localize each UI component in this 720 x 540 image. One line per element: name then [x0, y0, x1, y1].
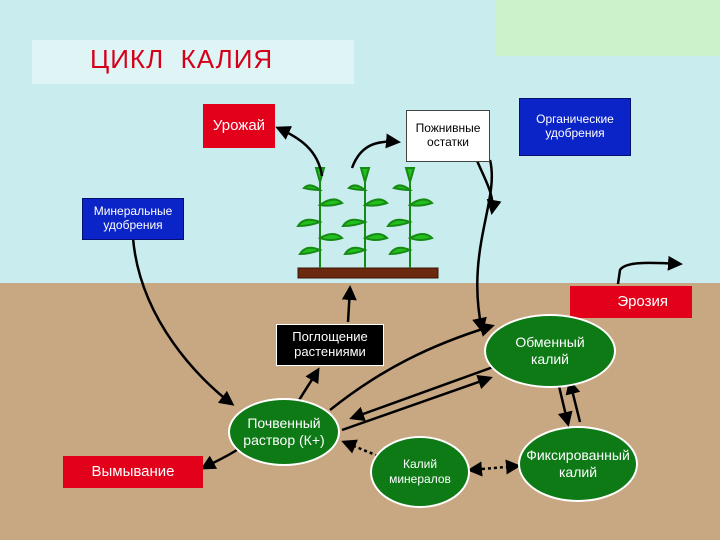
arrow-to-erosion	[616, 255, 683, 285]
arrow-solution-to-exchange	[329, 322, 495, 411]
plants	[296, 167, 434, 268]
box-organic-fertilizer: Органические удобрения	[519, 98, 631, 156]
node-fixed-potassium: Фиксированный калий	[518, 426, 638, 502]
plant-1	[296, 167, 344, 268]
arrow-solution-to-uptake	[296, 367, 320, 403]
box-leaching: Вымывание	[63, 456, 203, 488]
arrow-to-harvest	[275, 126, 324, 177]
arrow-exchange-to-fixed	[556, 381, 573, 427]
box-residues: Пожнивные остатки	[406, 110, 490, 162]
arrow-to-residues	[350, 133, 401, 169]
soil-strip	[297, 267, 439, 279]
arrow-minerals-to-solution	[341, 439, 379, 458]
title-panel	[32, 40, 354, 84]
arrow-solution-to-exchange-2	[341, 374, 493, 432]
node-soil-solution: Почвенный раствор (К+)	[228, 398, 340, 466]
diagram-title: ЦИКЛ КАЛИЯ	[90, 44, 274, 74]
arrow-exchange-to-solution	[349, 364, 497, 421]
box-harvest: Урожай	[203, 104, 275, 148]
box-plant-uptake: Поглощение растениями	[276, 324, 384, 366]
box-mineral-fertilizer: Минеральные удобрения	[82, 198, 184, 240]
corner-panel	[496, 0, 720, 56]
plant-3	[386, 167, 434, 268]
arrow-minerals-fixed	[467, 459, 521, 477]
arrow-uptake-to-plants	[341, 285, 357, 323]
node-exchangeable-potassium: Обменный калий	[484, 314, 616, 388]
arrow-fixed-to-exchange	[565, 379, 582, 423]
arrow-mineral-to-solution	[131, 237, 235, 406]
arrow-to-leaching	[200, 446, 241, 470]
node-mineral-potassium: Калий минералов	[370, 436, 470, 508]
arrow-residues-to-exchange	[472, 159, 494, 333]
plant-2	[341, 167, 389, 268]
box-erosion: Эрозия	[570, 286, 692, 318]
